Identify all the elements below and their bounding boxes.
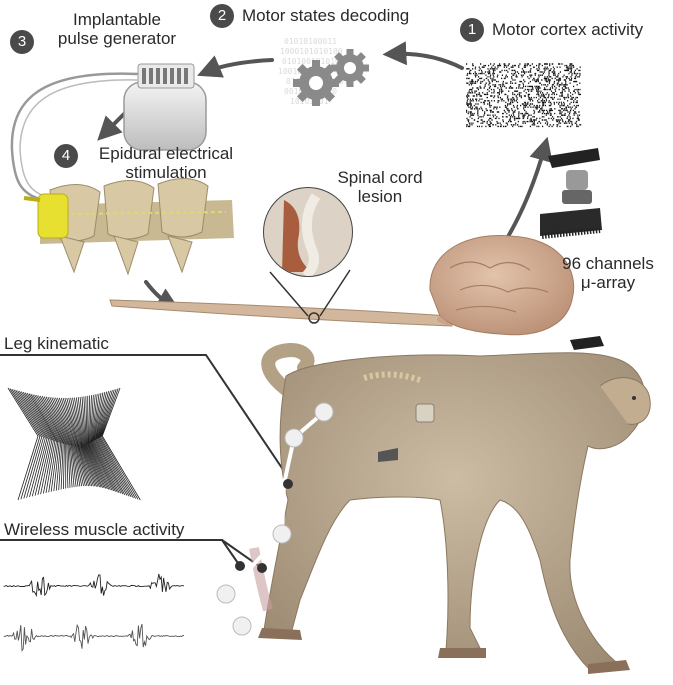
lesion-label: Spinal cord lesion xyxy=(324,168,436,206)
step-label-ipg-line2: pulse generator xyxy=(57,29,177,48)
decoding-graphic: 01010100011 1000101010100 0101001010101 … xyxy=(278,37,369,106)
step-label-decoding: Motor states decoding xyxy=(242,6,410,25)
emg-electrode-dots xyxy=(235,479,293,573)
leg-kinematic-plot xyxy=(7,387,141,501)
step-label-ipg-line1: Implantable xyxy=(73,10,161,29)
step-label-stimulation: Epidural electrical stimulation xyxy=(84,144,248,182)
muscle-activity-label: Wireless muscle activity xyxy=(4,520,185,539)
gear-icon xyxy=(293,60,339,106)
step-badge-2: 2 xyxy=(210,4,234,28)
joint-markers-dots xyxy=(216,402,334,636)
spinal-cord xyxy=(109,299,453,327)
step-label-motor-cortex: Motor cortex activity xyxy=(492,20,644,39)
raster-plot xyxy=(466,63,582,128)
svg-text:10101001: 10101001 xyxy=(290,97,329,106)
svg-text:01010100011: 01010100011 xyxy=(284,37,337,46)
stimulator-implant xyxy=(37,193,69,239)
step-label-ipg: Implantable pulse generator xyxy=(42,10,192,48)
brain-icon xyxy=(429,234,575,336)
flow-arrows xyxy=(97,41,553,311)
lead-wire xyxy=(10,72,139,202)
step-badge-4: 4 xyxy=(54,144,78,168)
gear-icon xyxy=(331,49,369,87)
step-badge-1: 1 xyxy=(460,18,484,42)
lesion-label-line2: lesion xyxy=(357,187,403,206)
lesion-label-line1: Spinal cord xyxy=(337,168,423,187)
lesion-lens xyxy=(263,187,353,277)
leg-kinematic-label: Leg kinematic xyxy=(4,334,109,353)
array-label-line1: 96 channels xyxy=(562,254,654,273)
pulse-generator xyxy=(123,63,207,151)
step-badge-3: 3 xyxy=(10,30,34,54)
svg-text:1000101010100: 1000101010100 xyxy=(280,47,343,56)
step-label-stimulation-line1: Epidural electrical xyxy=(98,144,234,163)
electrode-array xyxy=(540,148,602,239)
array-label: 96 channels μ-array xyxy=(552,254,664,292)
step-label-stimulation-line2: stimulation xyxy=(125,163,207,182)
emg-traces xyxy=(3,573,185,652)
spine-icon xyxy=(23,178,234,276)
monkey-figure xyxy=(249,336,651,674)
array-label-line2: μ-array xyxy=(580,273,636,292)
